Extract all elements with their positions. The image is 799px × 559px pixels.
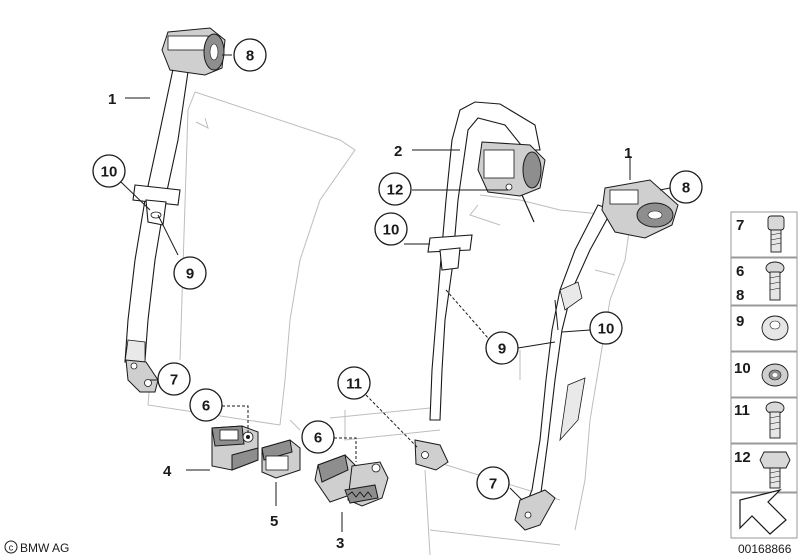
svg-text:11: 11 — [734, 402, 750, 419]
svg-text:6: 6 — [202, 398, 210, 415]
callout-4: 4 — [163, 463, 172, 480]
leader-lines — [120, 54, 671, 532]
svg-text:7: 7 — [736, 217, 744, 234]
callout-7-left: 7 — [157, 362, 191, 396]
callout-7-right: 7 — [476, 466, 510, 500]
callout-9-left: 9 — [173, 256, 207, 290]
svg-text:6: 6 — [314, 430, 322, 447]
callout-8-left: 8 — [233, 38, 267, 72]
svg-text:12: 12 — [734, 449, 751, 466]
callout-1-right: 1 — [624, 145, 632, 162]
callout-8-right: 8 — [669, 170, 703, 204]
svg-text:12: 12 — [387, 182, 404, 199]
callout-10-left: 10 — [92, 154, 126, 188]
right-seat-belt — [521, 204, 613, 521]
svg-text:6: 6 — [736, 263, 744, 280]
footer: c BMW AG 00168866 — [4, 540, 792, 556]
svg-text:10: 10 — [101, 164, 118, 181]
middle-retractor — [477, 141, 546, 223]
svg-text:10: 10 — [383, 222, 400, 239]
svg-text:10: 10 — [734, 360, 751, 377]
direction-arrow-box — [730, 488, 798, 539]
legend-box-11: 11 — [730, 397, 798, 444]
svg-text:11: 11 — [346, 376, 362, 393]
callout-2: 2 — [394, 143, 402, 160]
callout-5: 5 — [270, 513, 278, 530]
svg-text:8: 8 — [682, 180, 690, 197]
svg-text:7: 7 — [170, 372, 178, 389]
callout-9-mid: 9 — [485, 331, 519, 365]
seat-outline-middle — [329, 194, 561, 556]
callout-10-right: 10 — [589, 311, 623, 345]
right-anchor-plate — [514, 489, 556, 531]
svg-text:9: 9 — [736, 313, 744, 330]
copyright-icon — [4, 540, 18, 554]
legend-box-10: 10 — [730, 351, 798, 398]
middle-anchor-plate — [414, 439, 449, 471]
buckle-4 — [211, 425, 259, 471]
callout-3: 3 — [336, 535, 344, 552]
callout-12: 12 — [378, 172, 412, 206]
brand-text: BMW AG — [20, 541, 69, 555]
legend-box-9: 9 — [730, 305, 798, 352]
svg-text:c: c — [9, 543, 14, 553]
right-retractor — [601, 179, 679, 239]
legend-box-6-8: 6 8 — [730, 257, 798, 306]
callout-11: 11 — [337, 366, 371, 400]
callout-6-left: 6 — [189, 388, 223, 422]
legend-box-12: 12 — [730, 443, 798, 493]
left-belt-guide — [132, 184, 181, 226]
legend-box-7: 7 — [730, 211, 798, 258]
buckle-5 — [261, 439, 301, 479]
callout-10-mid: 10 — [374, 212, 408, 246]
left-retractor — [161, 27, 226, 76]
middle-seat-belt — [427, 101, 541, 421]
svg-text:9: 9 — [186, 266, 194, 283]
svg-text:10: 10 — [598, 321, 615, 338]
direction-arrow-icon — [739, 488, 787, 535]
svg-text:8: 8 — [246, 48, 254, 65]
buckle-3 — [314, 454, 389, 507]
hardware-legend: 7 6 8 9 10 — [730, 211, 798, 539]
callout-6-mid: 6 — [301, 420, 335, 454]
svg-text:7: 7 — [489, 476, 497, 493]
svg-text:9: 9 — [498, 341, 506, 358]
svg-text:8: 8 — [736, 287, 744, 304]
part-number: 00168866 — [738, 542, 792, 556]
callout-1-left: 1 — [108, 91, 116, 108]
left-anchor-plate — [125, 359, 159, 393]
